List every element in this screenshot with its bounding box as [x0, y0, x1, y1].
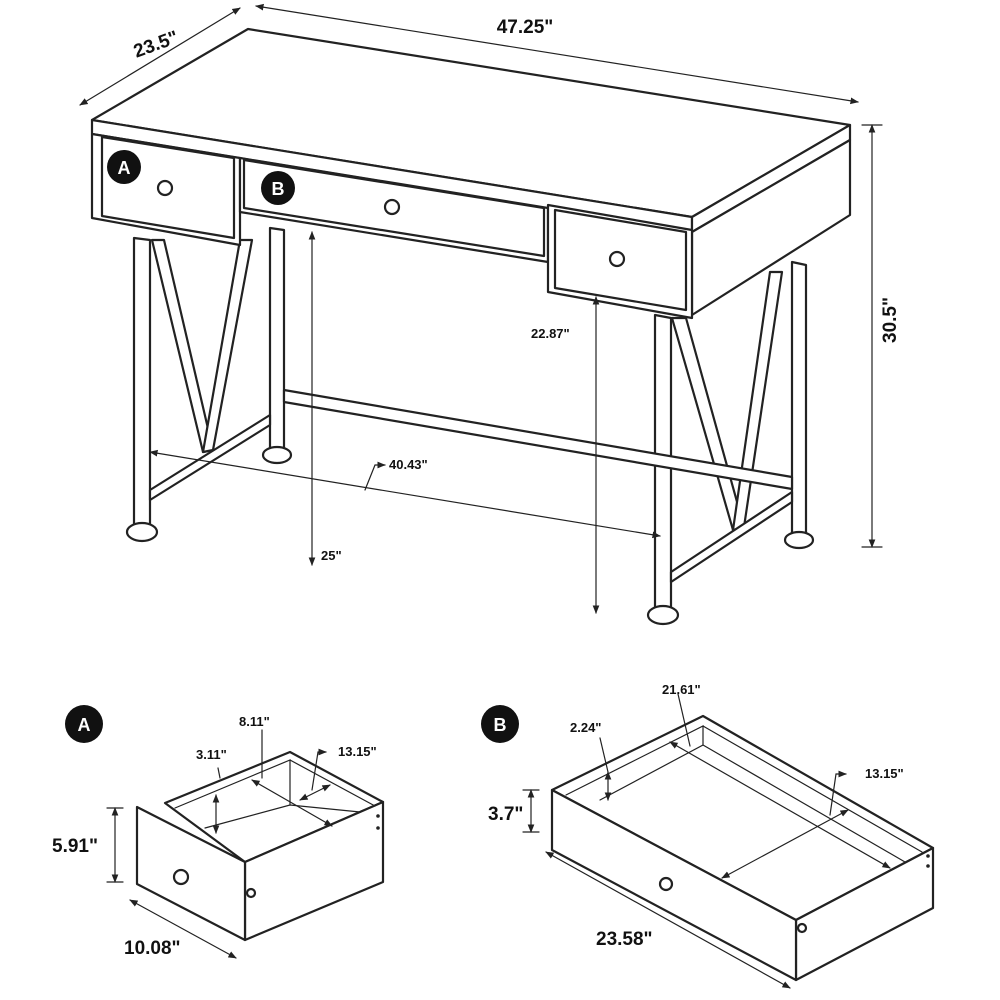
drawer-a-inner-width-label: 8.11": [239, 714, 270, 729]
svg-text:A: A: [118, 158, 131, 178]
desk-height-label: 30.5": [880, 297, 901, 343]
drawer-a-height-label: 5.91": [52, 836, 98, 857]
desk-drawer-b: [242, 158, 546, 258]
desk-illustration: A B: [90, 27, 852, 626]
right-clearance-label: 22.87": [531, 326, 570, 341]
drawer-b-inner-depth-label: 13.15": [865, 766, 904, 781]
drawer-a-detail: A 5.91" 10.08" 3.11" 8.11" 13.15": [52, 705, 385, 959]
drawer-a-inner-height-label: 3.11": [196, 747, 227, 762]
width-dimension-line: [255, 3, 859, 105]
drawer-b-inner-height-label: 2.24": [570, 720, 601, 735]
drawer-b-height-label: 3.7": [488, 804, 523, 825]
desk-drawer-right: [553, 208, 688, 312]
drawer-b-badge: [481, 705, 519, 743]
svg-text:A: A: [78, 715, 91, 735]
left-clearance-label: 25": [321, 548, 342, 563]
drawer-a-badge: [65, 705, 103, 743]
drawer-b-width-label: 23.58": [596, 929, 653, 950]
depth-dimension-line: [79, 7, 241, 106]
desk-width-label: 47.25": [497, 17, 554, 38]
desk-badge-b: B: [261, 171, 295, 205]
leg-span-dimension-line: [149, 449, 661, 539]
svg-text:B: B: [494, 715, 507, 735]
drawer-a-width-label: 10.08": [124, 938, 181, 959]
desk-legs: [125, 226, 815, 626]
drawer-a-inner-depth-label: 13.15": [338, 744, 377, 759]
svg-text:B: B: [272, 179, 285, 199]
desk-badge-a: A: [107, 150, 141, 184]
leg-span-label: 40.43": [389, 457, 428, 472]
desk-depth-label: 23.5": [131, 27, 181, 62]
drawer-b-inner-width-label: 21.61": [662, 682, 701, 697]
drawer-b-detail: B 3.7" 23.58" 2.24" 21.61" 13.15": [481, 682, 935, 989]
